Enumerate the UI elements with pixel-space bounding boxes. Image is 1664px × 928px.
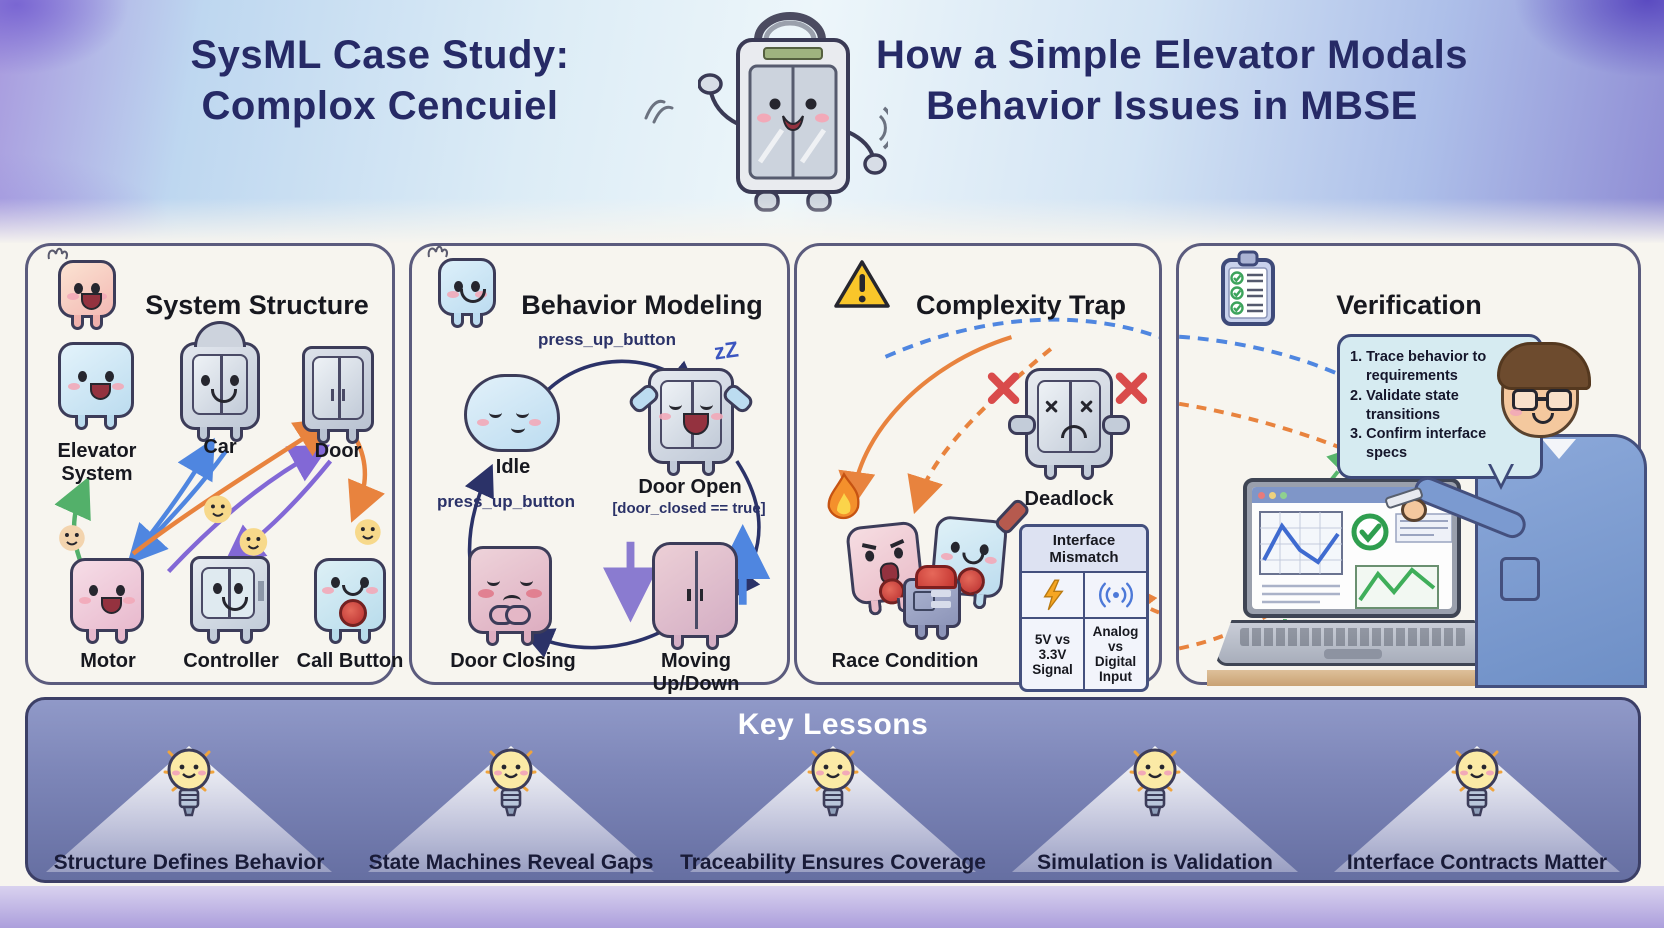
panel-complexity-trap: Complexity Trap Deadlock (794, 243, 1162, 692)
lightbulb-icon (1451, 748, 1503, 817)
arrow-smiley-icon (239, 528, 268, 556)
panel-behavior-modeling: Behavior Modeling press_up_button zZ Idl… (409, 243, 790, 695)
lightbulb-icon (163, 748, 215, 817)
lightbulb-icon (807, 748, 859, 817)
lesson-item: State Machines Reveal Gaps (350, 740, 672, 880)
key-lessons-row: Structure Defines Behavior State Machine… (28, 740, 1638, 880)
lightbulb-icon (1129, 748, 1181, 817)
lesson-item: Simulation is Validation (994, 740, 1316, 880)
wave-lines-icon (644, 99, 674, 124)
red-x-icon (987, 372, 1020, 404)
lesson-label: Structure Defines Behavior (53, 851, 325, 874)
lesson-item: Traceability Ensures Coverage (672, 740, 994, 880)
label-deadlock: Deadlock (1024, 488, 1114, 510)
panel-verification: Verification 1. Trace behavior to requir… (1176, 243, 1647, 688)
panel-title-behavior-modeling: Behavior Modeling (521, 290, 763, 321)
key-lessons-band: Key Lessons Structure Defines Behavior (25, 697, 1641, 883)
state-label-door-open: Door Open (638, 476, 742, 498)
state-label-moving: Moving Up/Down (652, 650, 740, 695)
hero-title-left-line2: Complox Cencuiel (201, 84, 559, 129)
checklist-clipboard-icon (1221, 250, 1275, 326)
lesson-label: Interface Contracts Matter (1346, 851, 1608, 874)
analog-signal-icon (1085, 573, 1146, 617)
hero-header: SysML Case Study: Complox Cencuiel How a… (0, 0, 1664, 244)
arrow-smiley-icon (59, 525, 85, 551)
arrow-smiley-icon (204, 495, 232, 524)
lesson-label: Simulation is Validation (1037, 851, 1273, 874)
mismatch-cell-voltage: 5V vs 3.3V Signal (1022, 619, 1085, 689)
idle-blob-character (464, 374, 560, 452)
transition-press-up-button-top: press_up_button (538, 330, 676, 349)
state-label-door-closing: Door Closing (450, 650, 576, 672)
lightbulb-icon (485, 748, 537, 817)
panel-system-structure: System Structure (25, 243, 403, 685)
interface-mismatch-table: Interface Mismatch 5V vs 3.3V Signal Ana… (1019, 524, 1149, 692)
interface-mismatch-title: Interface Mismatch (1022, 527, 1146, 573)
hero-title-right: How a Simple Elevator Modals Behavior Is… (872, 30, 1472, 132)
lightning-bolt-icon (1022, 573, 1085, 617)
label-controller: Controller (183, 650, 279, 672)
checklist-item-3: 3. Confirm interface specs (1350, 426, 1487, 462)
warning-triangle-icon (834, 260, 890, 308)
panel-title-system-structure: System Structure (145, 290, 369, 321)
flame-icon (827, 472, 860, 520)
label-elevator-system: Elevator System (57, 440, 137, 485)
hero-title-right-line1: How a Simple Elevator Modals (876, 33, 1468, 77)
sleep-zz-symbol: zZ (712, 336, 741, 365)
laptop-keyboard (1215, 620, 1491, 666)
mismatch-cell-signal: Analog vs Digital Input (1092, 624, 1139, 684)
label-motor: Motor (80, 650, 136, 672)
panel-title-verification: Verification (1336, 290, 1482, 321)
label-car: Car (203, 436, 237, 458)
engineer-head (1497, 342, 1591, 438)
screen-charts (1259, 511, 1452, 609)
lesson-item: Interface Contracts Matter (1316, 740, 1638, 880)
state-label-idle: Idle (495, 456, 531, 478)
hero-title-right-line2: Behavior Issues in MBSE (926, 84, 1418, 129)
label-door: Door (314, 440, 362, 462)
arrow-smiley-icon (355, 519, 381, 545)
bottom-border-gradient (0, 886, 1664, 928)
label-call-button: Call Button (296, 650, 404, 672)
lesson-label: State Machines Reveal Gaps (368, 851, 654, 874)
hero-title-left: SysML Case Study: Complox Cencuiel (110, 30, 650, 132)
label-race-condition: Race Condition (831, 650, 979, 672)
key-lessons-title: Key Lessons (737, 708, 929, 741)
guard-door-closed: [door_closed == true] (612, 500, 766, 517)
red-x-icon (1115, 372, 1148, 404)
hero-title-left-line1: SysML Case Study: (190, 33, 570, 77)
lesson-item: Structure Defines Behavior (28, 740, 350, 880)
elevator-mascot-icon (698, 12, 888, 212)
lesson-label: Traceability Ensures Coverage (680, 851, 986, 874)
panel-title-complexity-trap: Complexity Trap (915, 290, 1127, 321)
transition-press-up-button-left: press_up_button (437, 492, 575, 511)
